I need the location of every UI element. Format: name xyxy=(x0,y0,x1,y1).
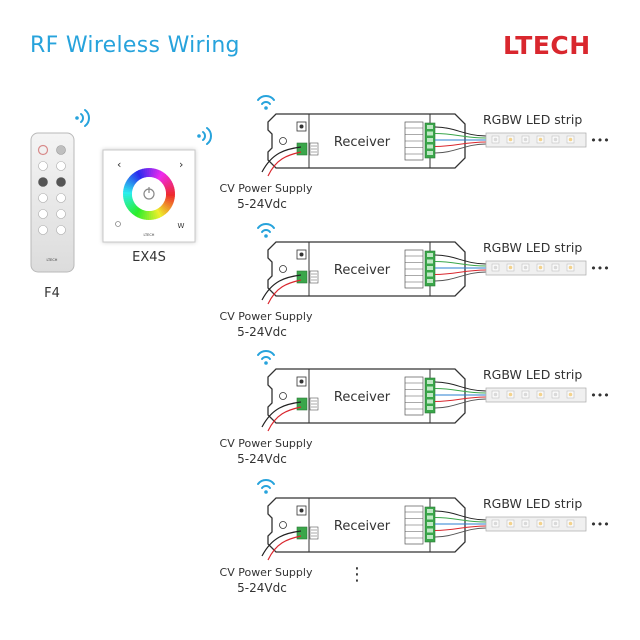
output-wire xyxy=(434,126,487,137)
output-wire xyxy=(434,398,487,409)
wifi-signal-icon xyxy=(257,479,275,494)
ex4s-left-key: ‹ xyxy=(117,158,121,171)
learn-button xyxy=(296,121,307,132)
led-strip-label: RGBW LED strip xyxy=(483,240,582,255)
output-wire xyxy=(434,510,487,521)
input-terminal xyxy=(296,270,308,284)
strip-continues-dots: ••• xyxy=(590,518,609,531)
strip-continues-dots: ••• xyxy=(590,262,609,275)
voltage-label: 5-24Vdc xyxy=(237,581,287,595)
ex4s-brand-text: LTECH xyxy=(144,233,155,237)
page-title: RF Wireless Wiring xyxy=(30,33,240,58)
receiver-unit-1: Receiver ••• RGBW LED strip CV Power Supply… xyxy=(220,95,610,211)
input-terminal xyxy=(296,526,308,540)
ex4s-right-key: › xyxy=(179,158,183,171)
power-wire-negative xyxy=(261,530,302,557)
output-wire xyxy=(434,254,487,265)
receiver-label: Receiver xyxy=(334,390,391,405)
receiver-label: Receiver xyxy=(334,135,391,150)
output-wire xyxy=(434,143,487,154)
led-strip-label: RGBW LED strip xyxy=(483,112,582,127)
more-units-ellipsis: ⋮ xyxy=(348,564,366,585)
receiver-label: Receiver xyxy=(334,263,391,278)
wifi-signal-icon xyxy=(257,95,275,110)
output-wire xyxy=(434,381,487,392)
output-wire xyxy=(434,396,487,402)
output-wire xyxy=(434,269,487,275)
output-wire xyxy=(434,527,487,538)
f4-label: F4 xyxy=(44,286,60,301)
ex4s-label: EX4S xyxy=(132,250,166,265)
wifi-signal-icon xyxy=(197,127,212,145)
power-wire-positive xyxy=(267,151,302,177)
power-key-icon xyxy=(37,144,49,156)
f4-remote: LTECH xyxy=(30,132,75,273)
output-wire xyxy=(434,388,487,394)
led-strip-label: RGBW LED strip xyxy=(483,367,582,382)
strip-continues-dots: ••• xyxy=(590,134,609,147)
power-wire-positive xyxy=(267,535,302,561)
input-terminal xyxy=(296,142,308,156)
power-wire-negative xyxy=(261,146,302,173)
learn-button xyxy=(296,376,307,387)
brightness-icon xyxy=(115,221,121,227)
input-terminal xyxy=(296,397,308,411)
power-wire-positive xyxy=(267,279,302,305)
receiver-unit-2: Receiver ••• RGBW LED strip CV Power Supply… xyxy=(220,223,610,339)
receiver-label: Receiver xyxy=(334,519,391,534)
wifi-signal-icon xyxy=(257,223,275,238)
output-wire xyxy=(434,271,487,282)
power-supply-label: CV Power Supply xyxy=(220,310,313,323)
voltage-label: 5-24Vdc xyxy=(237,452,287,466)
color-wheel-icon xyxy=(123,168,175,220)
power-supply-label: CV Power Supply xyxy=(220,437,313,450)
output-wire xyxy=(434,133,487,139)
wifi-signal-icon xyxy=(257,350,275,365)
learn-button xyxy=(296,249,307,260)
receiver-unit-3: Receiver ••• RGBW LED strip CV Power Supply… xyxy=(220,350,610,466)
voltage-label: 5-24Vdc xyxy=(237,197,287,211)
wifi-signal-icon xyxy=(75,109,90,127)
power-supply-label: CV Power Supply xyxy=(220,566,313,579)
power-wire-negative xyxy=(261,274,302,301)
output-wire xyxy=(434,525,487,531)
learn-button xyxy=(296,505,307,516)
power-wire-negative xyxy=(261,401,302,428)
f4-brand-text: LTECH xyxy=(47,258,58,262)
led-strip-label: RGBW LED strip xyxy=(483,496,582,511)
output-wire xyxy=(434,141,487,147)
ex4s-panel: ‹ › W LTECH xyxy=(102,149,196,243)
output-wire xyxy=(434,517,487,523)
receiver-unit-4: Receiver ••• RGBW LED strip CV Power Supply… xyxy=(220,479,610,595)
brand-logo: LTECH xyxy=(503,31,591,60)
ex4s-w-key: W xyxy=(178,222,185,230)
power-wire-positive xyxy=(267,406,302,432)
power-supply-label: CV Power Supply xyxy=(220,182,313,195)
voltage-label: 5-24Vdc xyxy=(237,325,287,339)
output-wire xyxy=(434,261,487,267)
strip-continues-dots: ••• xyxy=(590,389,609,402)
